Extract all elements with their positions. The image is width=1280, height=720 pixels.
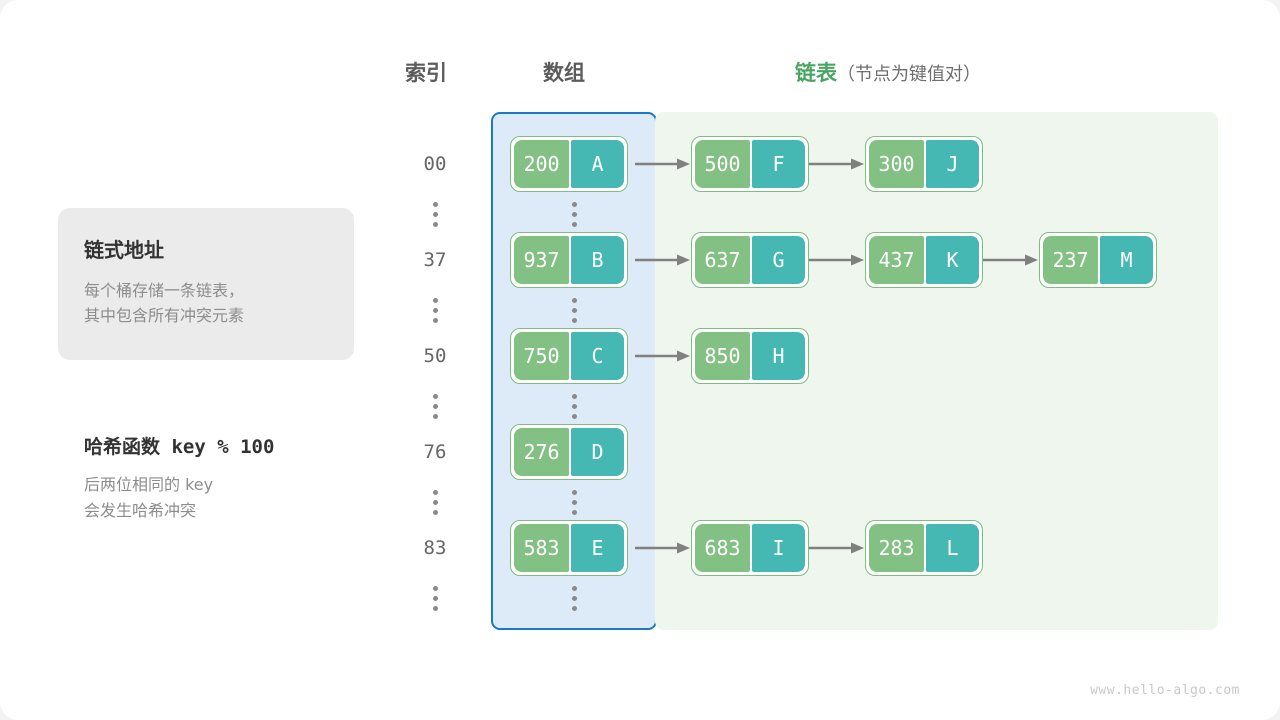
bucket-index-50: 50	[423, 345, 447, 367]
info-card-body: 每个桶存储一条链表， 其中包含所有冲突元素	[84, 279, 328, 329]
node-value: J	[926, 140, 979, 188]
info-card-line-1: 每个桶存储一条链表，	[84, 281, 245, 300]
node-key: 437	[869, 236, 924, 284]
array-ellipsis-1	[569, 298, 579, 323]
bucket-index-00: 00	[423, 153, 447, 175]
link-arrow	[809, 157, 865, 171]
node-key: 937	[514, 236, 569, 284]
link-arrow	[635, 349, 691, 363]
node-value: G	[752, 236, 805, 284]
arrow-icon	[635, 254, 690, 266]
column-header-linkedlist-sub: （节点为键值对）	[837, 64, 981, 85]
arrow-icon	[635, 158, 690, 170]
array-ellipsis-2	[569, 394, 579, 419]
hash-function-title: 哈希函数 key % 100	[84, 436, 275, 458]
index-ellipsis-4	[430, 586, 440, 611]
node-key: 500	[695, 140, 750, 188]
info-card: 链式地址 每个桶存储一条链表， 其中包含所有冲突元素	[58, 208, 354, 360]
node-key: 683	[695, 524, 750, 572]
node-value: L	[926, 524, 979, 572]
link-arrow	[635, 157, 691, 171]
node-value: H	[752, 332, 805, 380]
node-key: 583	[514, 524, 569, 572]
link-arrow	[809, 541, 865, 555]
info-card-line-2: 其中包含所有冲突元素	[84, 305, 245, 325]
node-key: 200	[514, 140, 569, 188]
link-arrow	[983, 253, 1039, 267]
node-key: 637	[695, 236, 750, 284]
bucket-index-76: 76	[423, 441, 447, 463]
head-link-arrow-83	[635, 520, 691, 576]
node-key: 300	[869, 140, 924, 188]
node-value: B	[571, 236, 624, 284]
node-key: 850	[695, 332, 750, 380]
node-value: D	[571, 428, 624, 476]
arrow-icon	[809, 254, 864, 266]
hash-function-line-1: 后两位相同的 key	[84, 475, 214, 494]
link-arrow	[635, 541, 691, 555]
column-header-array: 数组	[543, 61, 585, 85]
arrow-icon	[635, 542, 690, 554]
head-link-arrow-50	[635, 328, 691, 384]
array-ellipsis-3	[569, 490, 579, 515]
node-key: 237	[1043, 236, 1098, 284]
node-value: M	[1100, 236, 1153, 284]
info-card-title: 链式地址	[84, 238, 164, 262]
hash-function-body: 后两位相同的 key 会发生哈希冲突	[84, 472, 384, 523]
arrow-icon	[635, 350, 690, 362]
node-value: E	[571, 524, 624, 572]
node-key: 283	[869, 524, 924, 572]
node-value: I	[752, 524, 805, 572]
head-link-arrow-00	[635, 136, 691, 192]
arrow-icon	[983, 254, 1038, 266]
index-ellipsis-1	[430, 298, 440, 323]
head-link-arrow-37	[635, 232, 691, 288]
column-header-index: 索引	[405, 61, 447, 85]
arrow-icon	[809, 158, 864, 170]
node-value: F	[752, 140, 805, 188]
bucket-index-37: 37	[423, 249, 447, 271]
bucket-index-83: 83	[423, 537, 447, 559]
node-value: K	[926, 236, 979, 284]
hash-function-note: 哈希函数 key % 100 后两位相同的 key 会发生哈希冲突	[84, 432, 384, 523]
link-arrow	[635, 253, 691, 267]
node-key: 750	[514, 332, 569, 380]
node-value: A	[571, 140, 624, 188]
index-ellipsis-0	[430, 202, 440, 227]
link-arrow	[809, 253, 865, 267]
hash-function-line-2: 会发生哈希冲突	[84, 500, 197, 520]
watermark: www.hello-algo.com	[1090, 683, 1240, 698]
node-value: C	[571, 332, 624, 380]
index-ellipsis-3	[430, 490, 440, 515]
array-ellipsis-4	[569, 586, 579, 611]
array-ellipsis-0	[569, 202, 579, 227]
arrow-icon	[809, 542, 864, 554]
index-ellipsis-2	[430, 394, 440, 419]
column-header-linkedlist: 链表（节点为键值对）	[795, 57, 981, 87]
node-key: 276	[514, 428, 569, 476]
column-header-linkedlist-main: 链表	[795, 61, 837, 85]
